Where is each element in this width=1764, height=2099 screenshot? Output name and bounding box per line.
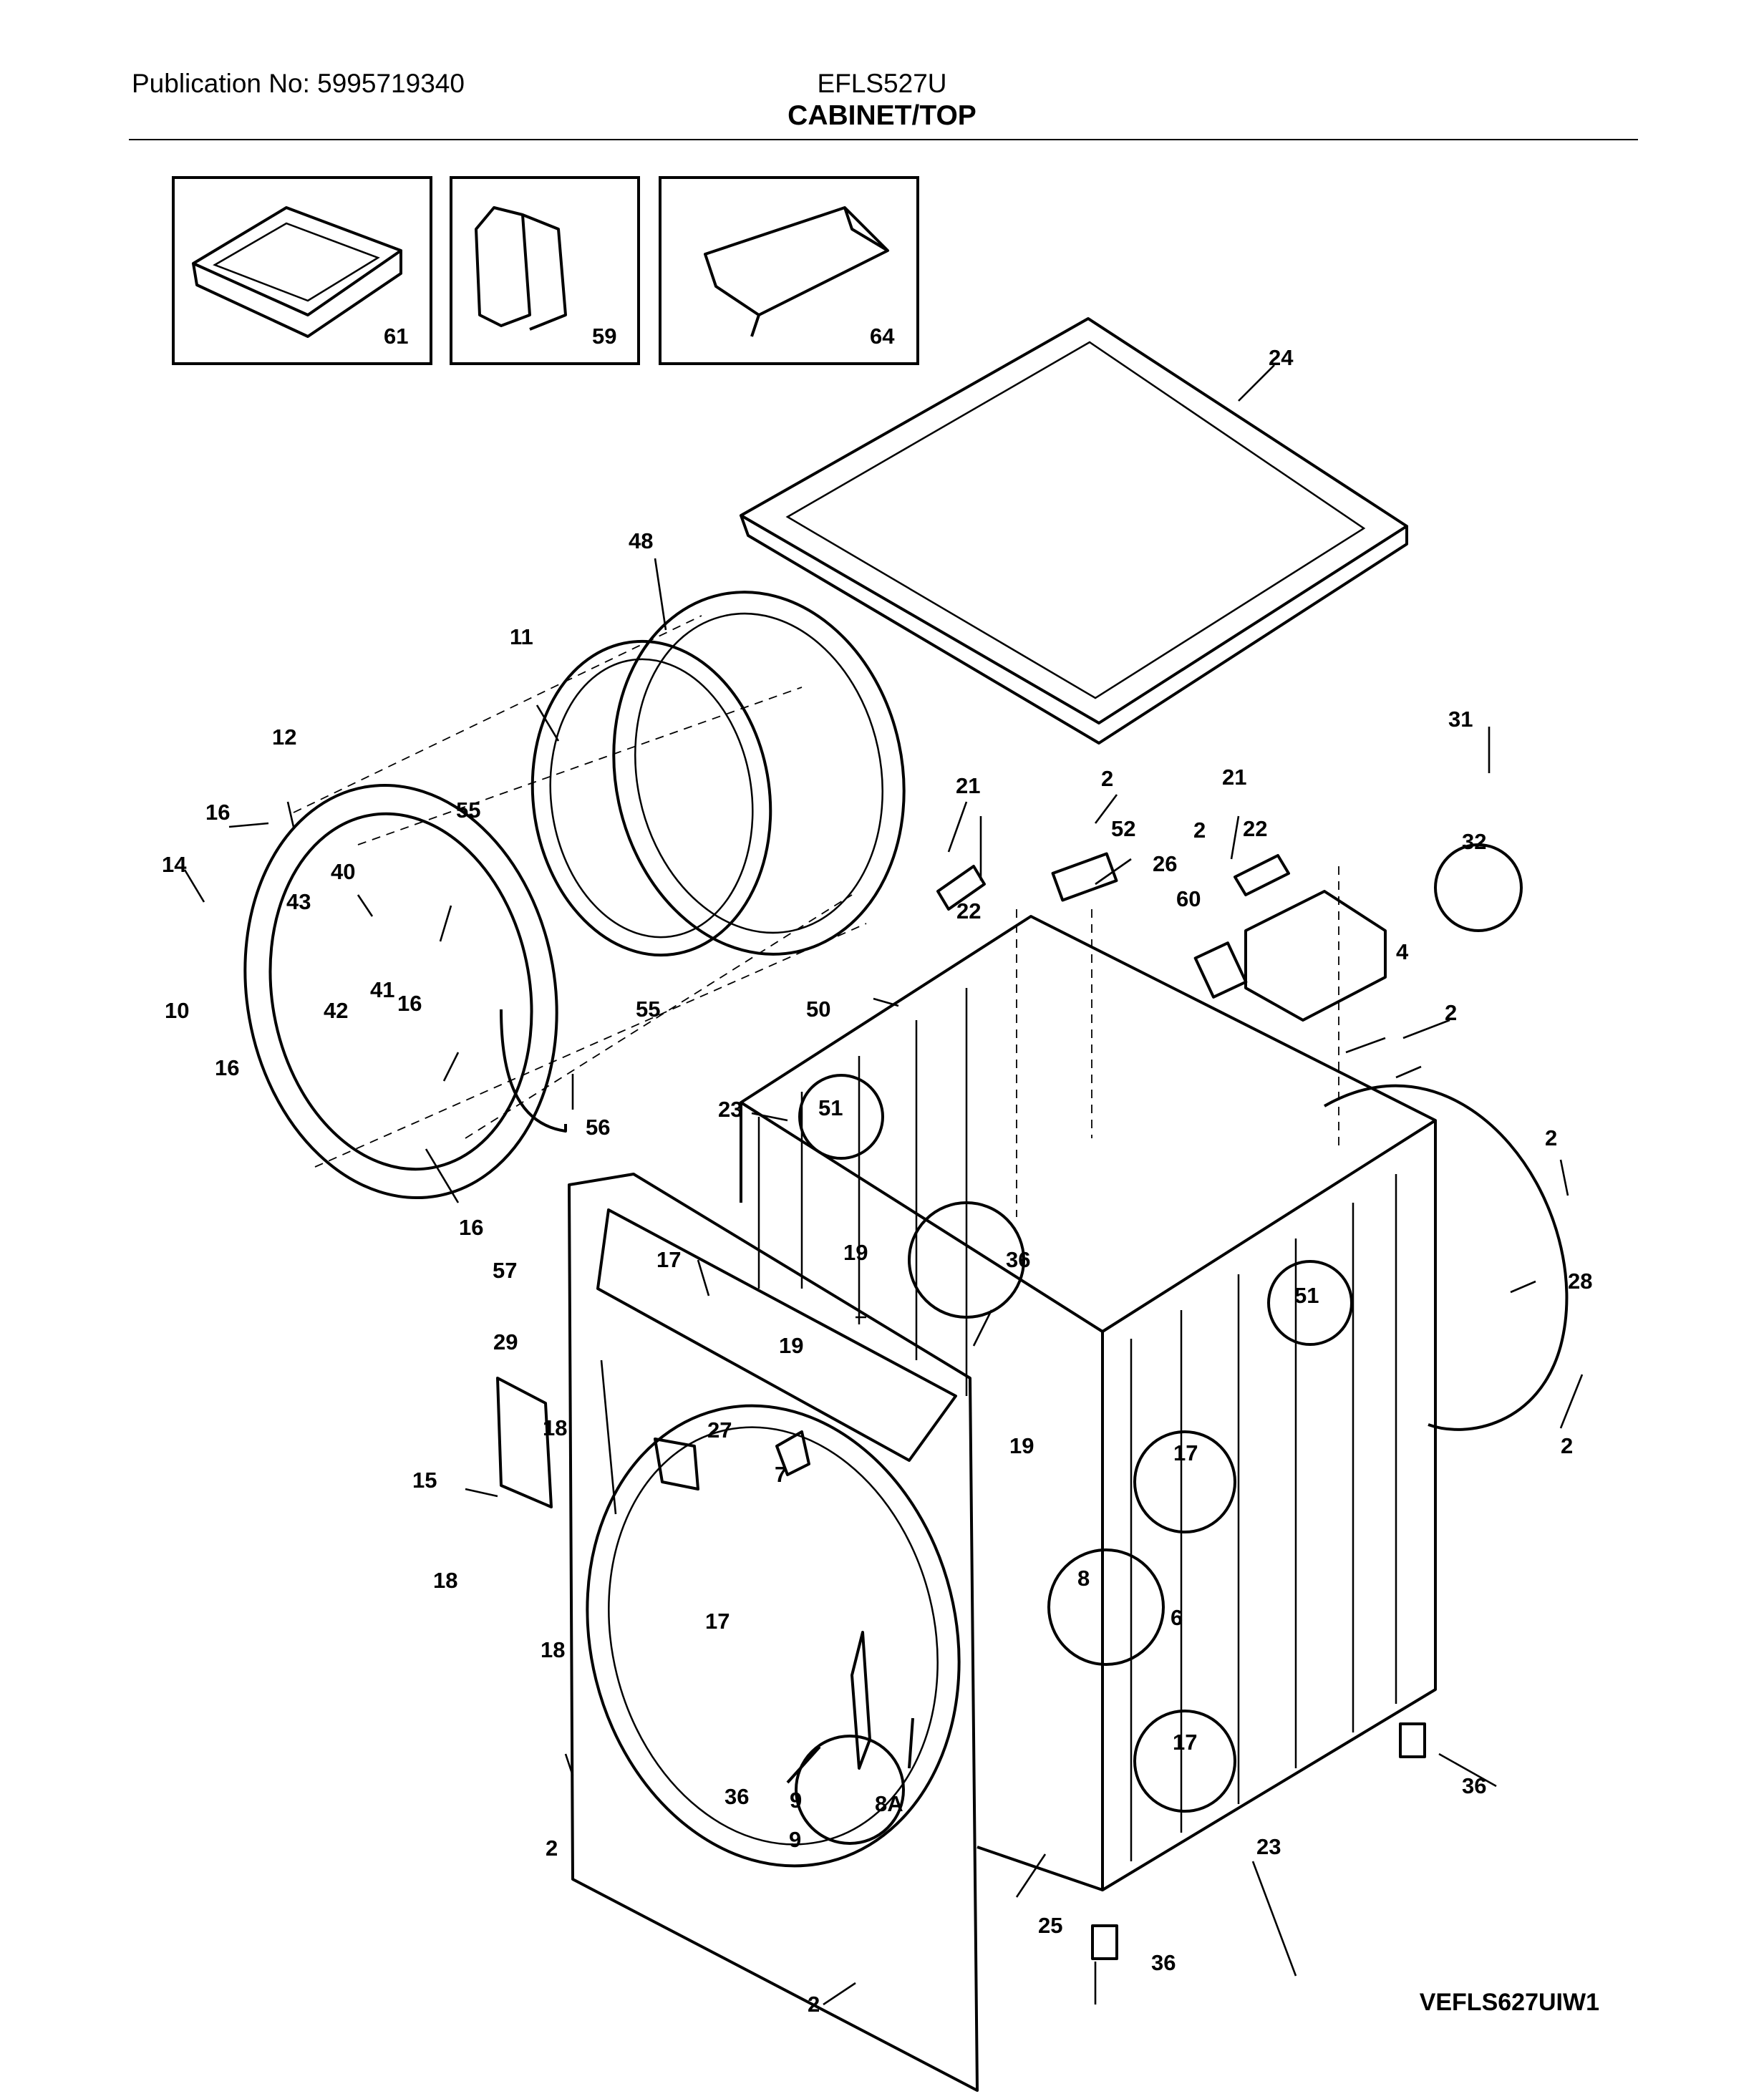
callout: 21 — [1222, 765, 1246, 790]
small-parts[interactable] — [496, 852, 1387, 1770]
callout: 2 — [1561, 1433, 1573, 1458]
callout: 2 — [1193, 818, 1206, 843]
callout: 9 — [789, 1827, 801, 1852]
inset-label: 61 — [384, 324, 408, 349]
callout: 19 — [1009, 1433, 1034, 1458]
callout: 42 — [324, 998, 348, 1023]
header-rule — [129, 139, 1638, 140]
callout: 7 — [775, 1462, 787, 1487]
inset-label: 64 — [870, 324, 895, 349]
callout: 17 — [1173, 1440, 1198, 1465]
callout: 17 — [705, 1609, 730, 1634]
diagram-code: VEFLS627UIW1 — [1419, 1989, 1599, 2016]
callout: 17 — [1173, 1730, 1197, 1755]
callout: 2 — [1545, 1125, 1557, 1150]
callout: 26 — [1153, 851, 1177, 876]
callout: 16 — [215, 1055, 239, 1080]
front-panel[interactable] — [540, 1173, 1007, 2092]
callout: 9 — [790, 1788, 802, 1813]
callout: 40 — [331, 859, 355, 884]
callout: 19 — [843, 1240, 868, 1265]
callout: 17 — [656, 1247, 681, 1272]
callout: 50 — [806, 997, 830, 1022]
cabinet-body[interactable] — [740, 915, 1569, 1891]
callout: 36 — [724, 1784, 749, 1809]
inset-label: 59 — [592, 324, 616, 349]
door-glass-bowl[interactable] — [513, 626, 790, 971]
publication-number: Publication No: 5995719340 — [132, 69, 465, 98]
leader-lines — [183, 364, 1584, 2006]
page-title: CABINET/TOP — [788, 100, 976, 131]
callout: 21 — [956, 773, 980, 798]
callout: 12 — [272, 724, 296, 750]
callout: 19 — [779, 1333, 803, 1358]
callout: 51 — [818, 1095, 843, 1120]
leveling-feet[interactable] — [1091, 1722, 1426, 1960]
callout: 41 — [370, 977, 394, 1002]
callout: 16 — [205, 800, 230, 825]
top-panel[interactable] — [740, 317, 1408, 745]
detail-circles[interactable] — [786, 843, 1523, 1845]
callout: 48 — [629, 528, 653, 553]
callout: 22 — [956, 898, 981, 924]
callout: 55 — [636, 997, 660, 1022]
callout: 36 — [1151, 1950, 1176, 1975]
callout: 6 — [1171, 1605, 1183, 1630]
inset-59[interactable] — [450, 176, 640, 365]
tub-front-ring[interactable] — [581, 565, 936, 981]
callout: 15 — [412, 1468, 437, 1493]
callout: 24 — [1269, 345, 1294, 370]
callout: 25 — [1038, 1913, 1062, 1938]
inset-61[interactable] — [172, 176, 432, 365]
callout: 31 — [1448, 707, 1473, 732]
door-ring[interactable] — [213, 760, 588, 1223]
callout: 2 — [808, 1992, 820, 2017]
callout: 56 — [586, 1115, 610, 1140]
callout: 18 — [541, 1637, 565, 1662]
callout: 2 — [1445, 1000, 1457, 1025]
model-number: EFLS527U — [817, 69, 947, 98]
callout: 32 — [1462, 829, 1486, 854]
callout: 18 — [433, 1568, 457, 1593]
callout: 29 — [493, 1329, 518, 1354]
callout: 36 — [1006, 1247, 1030, 1272]
callout: 8A — [875, 1791, 903, 1816]
callout: 60 — [1176, 886, 1201, 911]
alignment-lines — [293, 615, 1339, 1217]
callout: 11 — [510, 624, 533, 649]
callout: 57 — [493, 1258, 517, 1283]
callout: 10 — [165, 998, 189, 1023]
callout: 23 — [718, 1097, 742, 1122]
inset-64[interactable] — [659, 176, 919, 365]
callout: 16 — [459, 1215, 483, 1240]
callout: 27 — [707, 1417, 732, 1443]
callout: 8 — [1077, 1566, 1090, 1591]
callout: 52 — [1111, 816, 1135, 841]
callout: 55 — [456, 798, 480, 823]
callout: 14 — [162, 852, 187, 877]
callout: 2 — [1101, 766, 1113, 791]
callout: 23 — [1256, 1834, 1281, 1859]
callout: 22 — [1243, 816, 1267, 841]
callout: 43 — [286, 889, 311, 914]
callout: 28 — [1568, 1269, 1592, 1294]
callout: 36 — [1462, 1773, 1486, 1798]
callout-labels: 61 59 64 24 48 11 12 16 55 14 40 43 10 4… — [162, 324, 1592, 2017]
callout: 2 — [546, 1836, 558, 1861]
callout: 16 — [397, 991, 422, 1016]
callout: 18 — [543, 1415, 567, 1440]
callout: 4 — [1396, 939, 1409, 964]
callout: 51 — [1294, 1283, 1319, 1308]
